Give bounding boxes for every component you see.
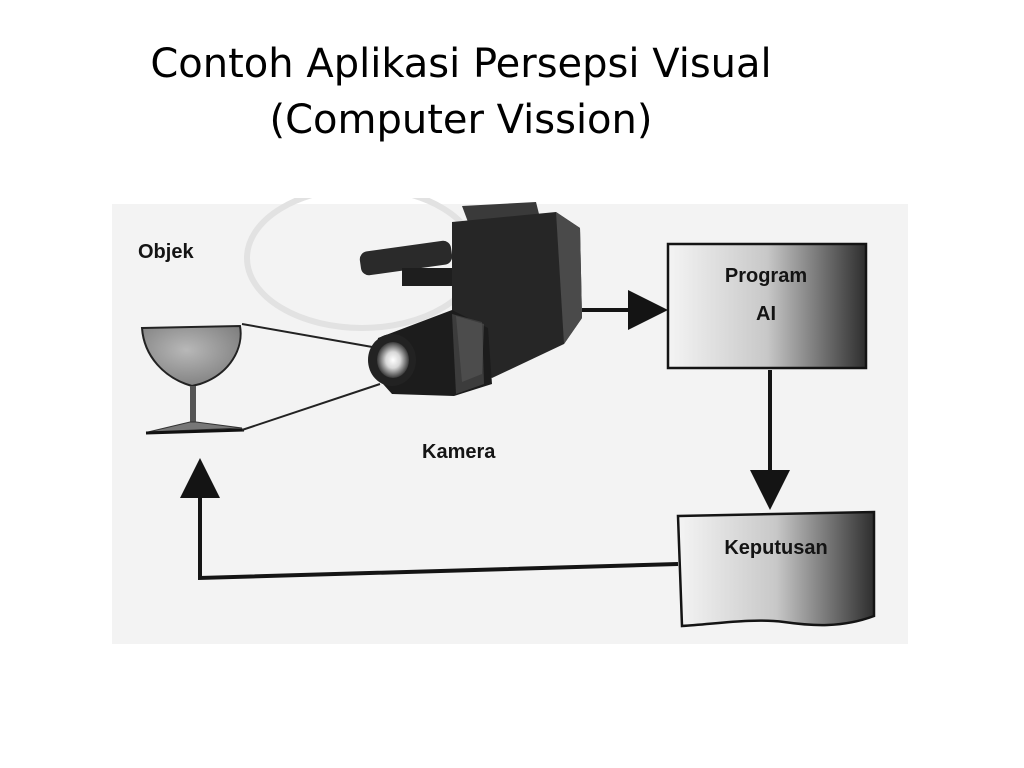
title-line-1: Contoh Aplikasi Persepsi Visual bbox=[150, 41, 772, 87]
program-label-line-1: Program bbox=[725, 265, 807, 287]
wine-glass-icon bbox=[140, 324, 245, 435]
camera-label: Kamera bbox=[422, 441, 496, 463]
video-camera-icon bbox=[359, 202, 582, 396]
decision-box: Keputusan bbox=[676, 510, 876, 628]
arrow-decision-to-object bbox=[180, 458, 679, 581]
slide-title: Contoh Aplikasi Persepsi Visual (Compute… bbox=[0, 36, 922, 148]
title-line-2: (Computer Vission) bbox=[269, 97, 653, 143]
computer-vision-diagram: Objek bbox=[112, 198, 908, 644]
view-line-top bbox=[241, 323, 379, 349]
decision-label: Keputusan bbox=[724, 537, 827, 559]
view-line-bottom bbox=[241, 383, 381, 431]
program-label-line-2: AI bbox=[756, 303, 776, 325]
program-ai-box: Program AI bbox=[666, 242, 868, 370]
object-label: Objek bbox=[138, 241, 194, 263]
